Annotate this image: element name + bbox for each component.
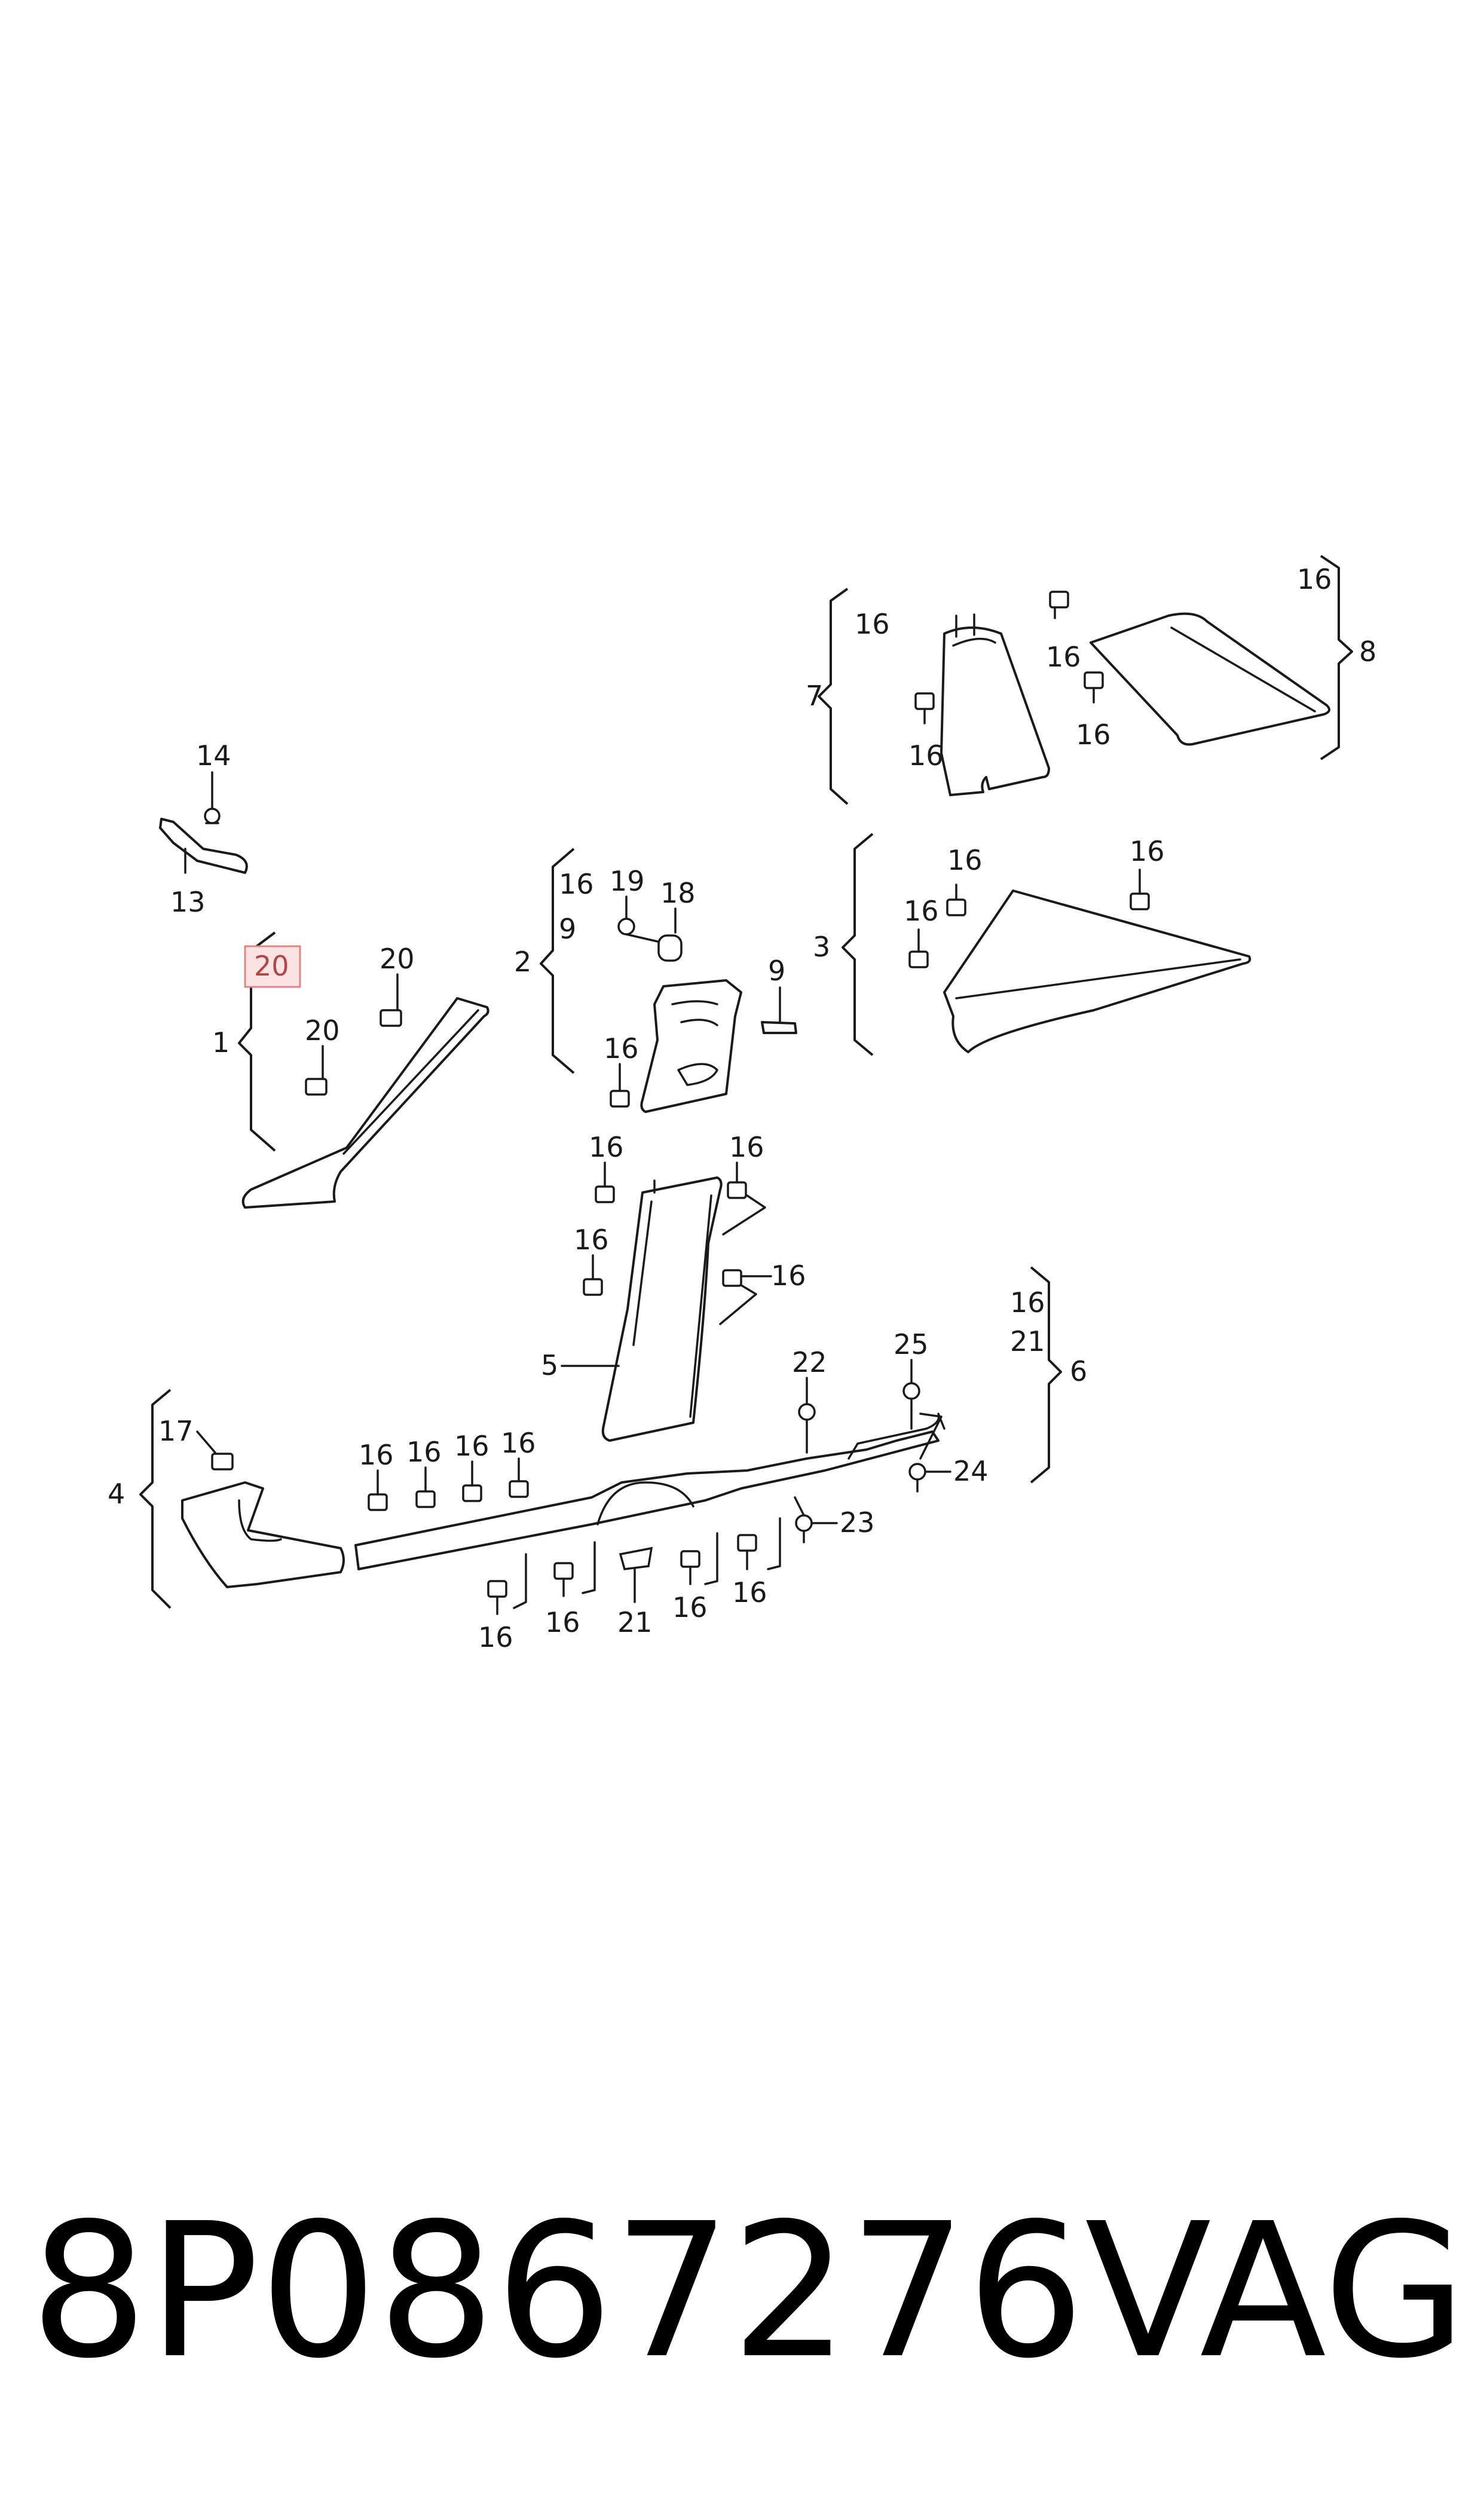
rivet-icon <box>795 1514 813 1543</box>
clip-icon <box>487 1580 507 1615</box>
callout-19: 19 <box>610 865 645 897</box>
callout-2: 2 <box>514 946 531 978</box>
callout-9: 9 <box>559 913 576 945</box>
clip-icon <box>737 1534 757 1570</box>
callout-16: 16 <box>1297 563 1332 595</box>
clip-icon <box>680 1550 700 1585</box>
bolt-icon <box>204 808 221 824</box>
screw-icon <box>617 918 659 943</box>
callout-16: 16 <box>604 1032 639 1065</box>
clip-icon <box>595 1161 615 1203</box>
callout-16: 16 <box>904 895 939 927</box>
a-pillar-trim <box>241 997 489 1209</box>
callout-25: 25 <box>894 1328 929 1361</box>
highlighted-callout-box <box>244 945 301 988</box>
callout-16: 16 <box>454 1430 489 1462</box>
b-pillar-trim-lower <box>601 1176 723 1442</box>
clip-icon <box>1084 671 1104 704</box>
callout-16: 16 <box>855 608 890 640</box>
quarter-trim-panel <box>943 889 1252 1053</box>
clip-icon <box>509 1457 529 1498</box>
clip-icon <box>914 692 935 724</box>
door-sill-trim <box>354 1430 940 1570</box>
callout-16: 16 <box>589 1131 624 1163</box>
callout-23: 23 <box>840 1506 875 1539</box>
brace-6 <box>1030 1266 1062 1484</box>
callout-16: 16 <box>1076 719 1111 751</box>
callout-24: 24 <box>953 1455 989 1487</box>
callout-5: 5 <box>541 1349 558 1381</box>
callout-16: 16 <box>406 1436 442 1468</box>
clip-icon <box>211 1453 234 1471</box>
callout-16: 16 <box>771 1259 806 1292</box>
callout-4: 4 <box>108 1478 125 1510</box>
callout-16: 16 <box>545 1606 580 1638</box>
callout-20: 20 <box>305 1014 340 1047</box>
front-sill-trim <box>181 1481 345 1588</box>
callout-1: 1 <box>212 1026 230 1059</box>
callout-13: 13 <box>170 886 206 918</box>
c-pillar-trim <box>940 626 1050 796</box>
clip-icon <box>380 1009 402 1027</box>
callout-20: 20 <box>380 943 415 975</box>
clip-icon <box>657 934 683 962</box>
callout-21: 21 <box>1010 1325 1045 1358</box>
rear-pillar-trim-upper <box>1090 612 1330 746</box>
clip-icon <box>415 1466 436 1508</box>
callout-9: 9 <box>768 955 785 987</box>
callout-7: 7 <box>806 680 823 712</box>
clip-icon <box>368 1469 388 1511</box>
clip-icon <box>727 1161 747 1199</box>
bracket-13 <box>159 818 248 874</box>
clip-icon <box>1049 591 1069 619</box>
b-pillar-trim-upper <box>640 979 742 1113</box>
callout-16: 16 <box>732 1576 767 1609</box>
clip-icon <box>1130 869 1150 910</box>
screw-icon <box>798 1403 816 1454</box>
callout-16: 16 <box>1046 641 1081 673</box>
callout-16: 16 <box>1010 1286 1045 1319</box>
clip-icon <box>619 1546 653 1603</box>
callout-22: 22 <box>792 1346 827 1378</box>
callout-20-highlighted: 20 <box>254 950 289 982</box>
callout-21: 21 <box>617 1606 653 1638</box>
cover-strip-9 <box>761 1021 797 1034</box>
callout-16: 16 <box>559 868 594 900</box>
callout-16: 16 <box>501 1427 536 1459</box>
clip-icon <box>583 1254 603 1296</box>
callout-16: 16 <box>947 844 983 876</box>
callout-16: 16 <box>478 1621 513 1653</box>
clip-icon <box>610 1063 630 1108</box>
clip-icon <box>462 1460 482 1502</box>
clip-icon <box>722 1269 742 1287</box>
callout-16: 16 <box>672 1591 708 1624</box>
callout-3: 3 <box>813 931 830 963</box>
callout-16: 16 <box>1130 835 1165 867</box>
clip-icon <box>908 928 929 968</box>
brace-2 <box>540 848 575 1074</box>
rivet-icon <box>908 1463 926 1493</box>
callout-16: 16 <box>574 1224 609 1256</box>
callout-18: 18 <box>660 877 696 909</box>
brace-7 <box>818 588 849 805</box>
callout-17: 17 <box>158 1415 194 1447</box>
callout-14: 14 <box>196 739 231 772</box>
callout-16: 16 <box>729 1131 764 1163</box>
callout-8: 8 <box>1359 635 1376 668</box>
clip-icon <box>553 1562 574 1597</box>
clip-icon <box>946 883 966 916</box>
brand-name: VAG <box>1085 2184 1467 2399</box>
callout-16: 16 <box>908 739 944 772</box>
brace-4 <box>139 1389 172 1609</box>
callout-16: 16 <box>359 1439 394 1471</box>
part-number: 8P0867276 <box>30 2184 1085 2399</box>
brace-8 <box>1320 555 1353 760</box>
clip-icon <box>305 1078 328 1096</box>
screw-icon <box>902 1382 920 1430</box>
callout-6: 6 <box>1070 1355 1087 1387</box>
brace-3 <box>842 833 874 1056</box>
